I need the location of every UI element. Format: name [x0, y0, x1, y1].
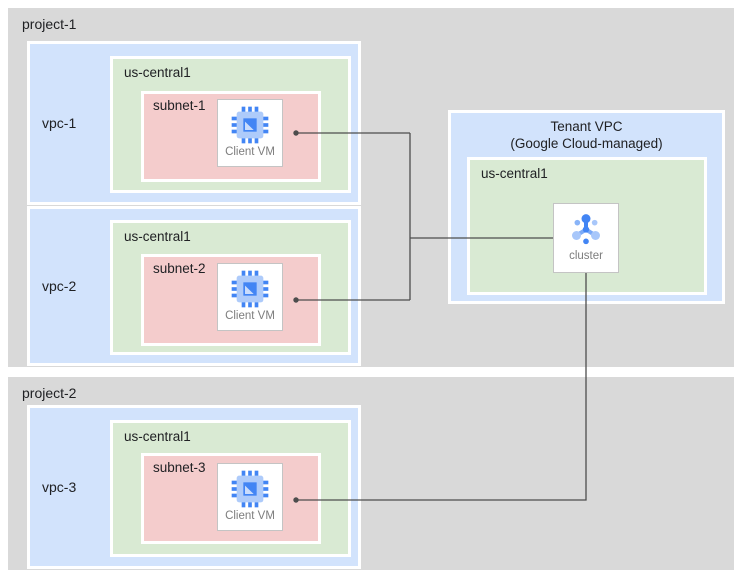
node-label: Client VM — [225, 310, 275, 322]
subnet-3-box: subnet-3 — [141, 453, 321, 544]
tenant-vpc-title: Tenant VPC (Google Cloud-managed) — [451, 118, 722, 152]
region-box: us-central1 subnet-1 — [110, 56, 351, 193]
vpc-label: vpc-1 — [42, 115, 77, 131]
subnet-label: subnet-2 — [153, 261, 206, 276]
client-vm-node: Client VM — [217, 463, 283, 531]
node-label: Client VM — [225, 146, 275, 158]
subnet-1-box: subnet-1 — [141, 91, 321, 182]
client-vm-node: Client VM — [217, 99, 283, 167]
vpc-3-box: vpc-3 us-central1 subnet-3 — [27, 405, 361, 569]
compute-engine-icon — [231, 270, 269, 308]
vpc-2-box: vpc-2 us-central1 subnet-2 — [27, 206, 361, 366]
cluster-node: cluster — [553, 203, 619, 273]
subnet-label: subnet-1 — [153, 98, 206, 113]
region-box: us-central1 subnet-3 — [110, 420, 351, 557]
project-label: project-2 — [22, 385, 77, 401]
region-label: us-central1 — [481, 166, 548, 181]
tenant-vpc-title-line1: Tenant VPC — [550, 119, 623, 134]
client-vm-node: Client VM — [217, 263, 283, 331]
node-label: Client VM — [225, 510, 275, 522]
project-2-container: project-2 vpc-3 us-central1 subnet-3 — [8, 377, 734, 570]
region-label: us-central1 — [124, 429, 191, 444]
subnet-2-box: subnet-2 — [141, 254, 321, 346]
region-box: us-central1 subnet-2 — [110, 220, 351, 355]
tenant-vpc-title-line2: (Google Cloud-managed) — [510, 136, 663, 151]
subnet-label: subnet-3 — [153, 460, 206, 475]
project-label: project-1 — [22, 16, 77, 32]
tenant-vpc-box: Tenant VPC (Google Cloud-managed) us-cen… — [448, 110, 725, 304]
node-label: cluster — [569, 250, 603, 262]
compute-engine-icon — [231, 470, 269, 508]
tenant-region-box: us-central1 cluster — [467, 157, 707, 295]
vpc-label: vpc-2 — [42, 278, 77, 294]
region-label: us-central1 — [124, 229, 191, 244]
vpc-1-box: vpc-1 us-central1 subnet-1 — [27, 41, 361, 205]
cluster-icon — [572, 214, 600, 245]
vpc-label: vpc-3 — [42, 479, 77, 495]
compute-engine-icon — [231, 106, 269, 144]
region-label: us-central1 — [124, 65, 191, 80]
